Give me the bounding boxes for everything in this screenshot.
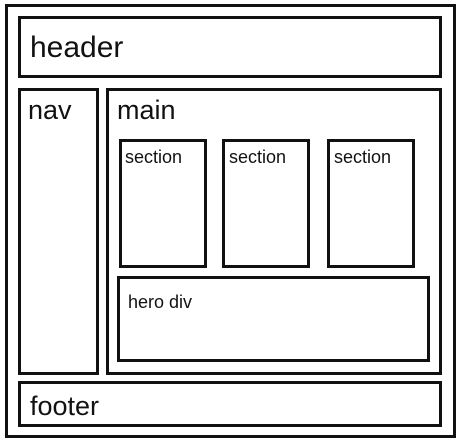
nav-box bbox=[18, 88, 99, 375]
main-label: main bbox=[117, 95, 176, 125]
section-label-3: section bbox=[334, 147, 392, 167]
section-label-1: section bbox=[125, 147, 183, 167]
section-box-3 bbox=[327, 139, 415, 268]
footer-label: footer bbox=[30, 391, 100, 421]
section-box-2 bbox=[222, 139, 310, 268]
header-box bbox=[18, 16, 442, 78]
section-label-2: section bbox=[229, 147, 287, 167]
section-box-1 bbox=[119, 139, 207, 268]
footer-box bbox=[18, 381, 442, 427]
header-label: header bbox=[30, 31, 124, 64]
nav-label: nav bbox=[28, 95, 72, 125]
hero-div-box bbox=[117, 276, 430, 362]
hero-div-label: hero div bbox=[128, 292, 193, 312]
